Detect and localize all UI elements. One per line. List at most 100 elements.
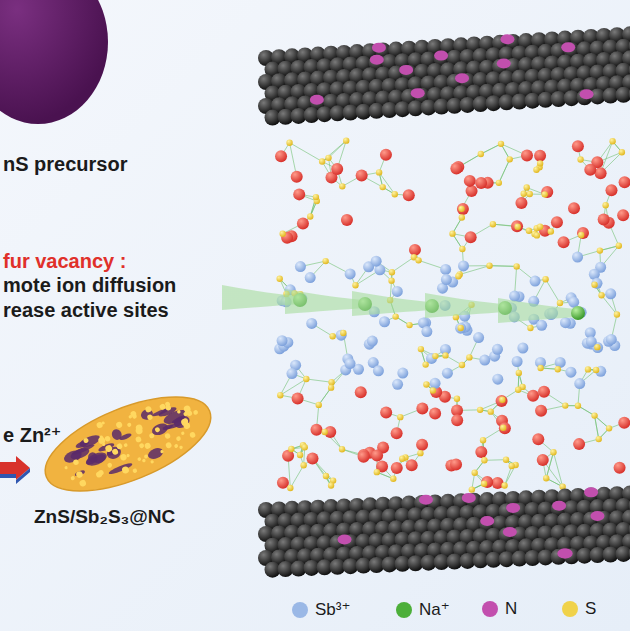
nitrogen-dopant [503,527,517,537]
s-atom [526,228,532,234]
s-atom [389,269,395,275]
sb2s3-grain [121,466,130,475]
sb-ion [565,367,576,378]
nitrogen-dopant [559,549,573,559]
oxide-atom [409,244,421,256]
nitrogen-dopant [480,516,494,526]
s-atom [328,482,334,488]
s-atom [593,367,599,373]
oxide-atom [293,188,305,200]
sb-ion [492,344,503,355]
oxide-atom [584,164,596,176]
sb-ion [568,297,579,308]
bond [322,141,346,162]
sb2s3-grain [104,435,111,442]
sb-ion [605,288,616,299]
oxide-atom [492,477,504,489]
oxide-atom [527,390,539,402]
s-atom [575,403,581,409]
nitrogen-dopant [419,495,433,505]
sb2s3-grain [154,427,160,433]
sb2s3-grain [189,431,196,438]
s-atom [392,313,398,319]
nitrogen-dopant [338,534,352,544]
zns-domain [162,423,174,431]
bond [306,379,331,382]
bond [490,265,517,267]
bond [379,172,395,194]
s-atom [430,387,436,393]
sb-ion [479,355,490,366]
s-atom [449,230,455,236]
oxide-atom [355,386,367,398]
sb-ion [421,326,432,337]
s-atom [325,155,331,161]
s-atom [287,485,293,491]
nitrogen-dopant [500,34,514,44]
bond [290,143,323,162]
s-atom [302,444,308,450]
oxide-atom [475,177,487,189]
sb-ion [574,378,585,389]
oxide-atom [275,150,287,162]
s-atom [481,457,487,463]
annotation-label: nS precursor [3,153,127,176]
nitrogen-dopant [372,43,386,53]
s-atom [596,436,602,442]
atoms [274,137,630,492]
oxide-atom [291,171,303,183]
zns-domain [108,461,133,475]
legend-item: Sb³⁺ [292,599,350,620]
sb-ion [379,316,390,327]
oxide-atom [537,454,549,466]
sb2s3-grain [119,453,127,461]
bond [499,159,510,183]
bond [546,279,560,303]
sb-ion [492,374,503,385]
oxide-atom [277,477,289,489]
sb2s3-grain [179,445,183,449]
s-atom [486,262,492,268]
legend-swatch [482,601,498,617]
s-atom [606,425,612,431]
s-atom [286,139,292,145]
sb-ion [306,318,317,329]
oxide-atom [511,220,523,232]
s-atom [585,366,591,372]
oxide-atom [429,408,441,420]
s-atom [507,156,513,162]
sb2s3-grain [111,448,119,456]
oxide-atom [541,186,553,198]
sb-ion [560,317,571,328]
sb2s3-grain [135,436,142,443]
s-atom [488,408,494,414]
oxide-atom [416,439,428,451]
oxide-atom [297,217,309,229]
nitrogen-dopant [506,503,520,513]
sb2s3-grain [98,469,105,476]
sb-ion [367,336,378,347]
s-atom [503,456,509,462]
sb-ion [572,252,583,263]
nitrogen-dopant [552,501,566,511]
s-atom [527,325,533,331]
zns-domain [85,456,99,466]
composite-particle [33,378,223,511]
bond [481,144,501,154]
annotation-label: rease active sites [3,299,169,322]
sb2s3-grain [107,462,113,468]
s-atom [458,206,464,212]
s-atom [329,333,335,339]
oxide-atom [416,402,428,414]
legend-swatch [292,602,308,618]
oxide-atom [535,405,547,417]
sb2s3-grain [144,405,152,413]
oxide-atom [558,236,570,248]
s-atom [392,191,398,197]
s-atom [442,352,448,358]
sb2s3-grain [83,437,89,443]
legend-item: N [482,599,517,619]
oxide-atom [496,395,508,407]
s-atom [537,224,543,230]
s-atom [303,376,309,382]
